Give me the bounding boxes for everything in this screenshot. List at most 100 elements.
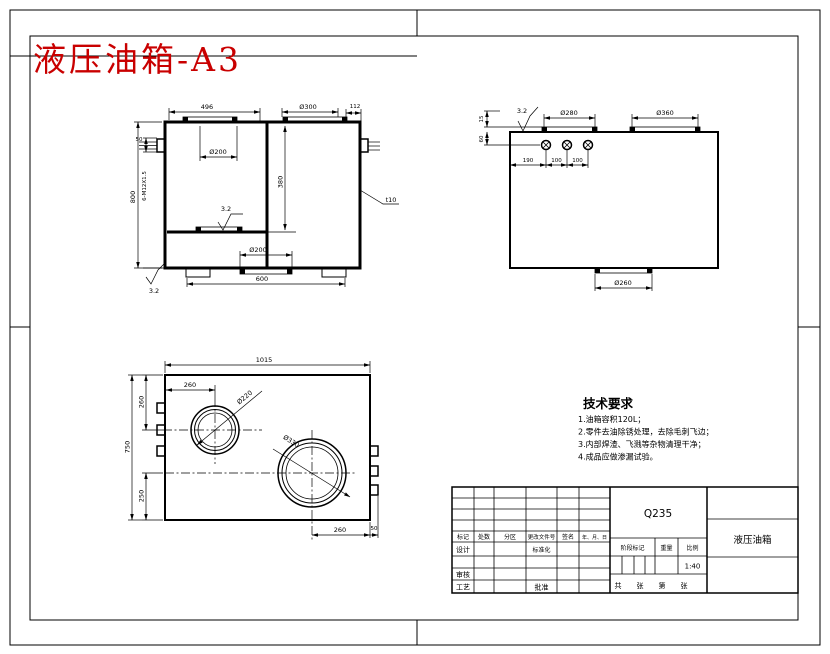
bottom-cleanout-pad (239, 267, 293, 275)
tech-item-2: 2.零件去油除锈处理，去除毛刺飞边； (578, 427, 714, 437)
front-view: 496 Ø300 112 800 50 6-M12X1.5 Ø200 (129, 103, 399, 295)
dim-left-bottom: 250 (138, 472, 163, 521)
dim-top-width: 496 (168, 103, 261, 122)
tab-right-3 (369, 484, 379, 496)
svg-text:260: 260 (138, 396, 146, 408)
roughness-symbol-bottom: 3.2 (143, 261, 167, 295)
dim-circle-offset: 260 (165, 381, 216, 398)
dim-inner-height: 380 (277, 125, 287, 231)
tank-outline-top (164, 374, 371, 521)
svg-text:3.2: 3.2 (149, 287, 159, 295)
svg-text:600: 600 (256, 275, 268, 283)
dim-bottom-offset: 260 (311, 522, 371, 538)
svg-text:100: 100 (551, 158, 562, 164)
tb-approve: 批准 (535, 583, 549, 592)
dim-hole-spacing: 190 100 100 (509, 158, 589, 167)
sheet-frame (9, 9, 821, 646)
tank-outline-side (509, 131, 719, 269)
svg-text:t10: t10 (386, 196, 397, 204)
svg-text:260: 260 (334, 526, 346, 534)
tb-col-date: 年、月、日 (582, 534, 607, 541)
svg-text:Ø300: Ø300 (299, 103, 317, 111)
svg-text:50: 50 (371, 526, 378, 532)
svg-text:112: 112 (350, 104, 361, 110)
dim-left-top: 260 (138, 374, 163, 431)
tab-left-1 (156, 402, 166, 414)
tb-sheet-no: 第 (659, 581, 666, 590)
svg-text:260: 260 (184, 381, 196, 389)
tb-col-docno: 更改文件号 (528, 533, 556, 541)
svg-text:Ø260: Ø260 (614, 279, 632, 287)
big-manhole: Ø330 (165, 430, 355, 540)
shelf-pad (195, 226, 243, 233)
svg-text:3.2: 3.2 (517, 107, 527, 115)
dim-bottom-pad-side: Ø260 (594, 274, 653, 291)
svg-text:Ø220: Ø220 (235, 389, 254, 406)
tb-weight: 重量 (660, 544, 672, 552)
dim-hole-depth: 60 (479, 131, 540, 146)
top-view: Ø220 Ø330 1015 260 260 (124, 356, 379, 540)
svg-text:Ø200: Ø200 (209, 148, 227, 156)
dim-tab: 50 (370, 496, 379, 538)
dim-bottom-width: 600 (186, 275, 346, 287)
side-top-pad-left (541, 126, 598, 133)
tb-col-count: 处数 (478, 533, 490, 541)
tech-item-1: 1.油箱容积120L； (578, 414, 645, 424)
foot-left (185, 267, 211, 278)
svg-text:100: 100 (572, 158, 583, 164)
thread-callout: 6-M12X1.5 (142, 171, 148, 201)
side-bottom-pad (594, 267, 653, 274)
tech-requirements: 技术要求 1.油箱容积120L； 2.零件去油除锈处理，去除毛刺飞边； 3.内部… (578, 396, 714, 462)
svg-text:Ø360: Ø360 (656, 109, 674, 117)
svg-text:3.2: 3.2 (221, 205, 231, 213)
svg-text:Ø280: Ø280 (560, 109, 578, 117)
small-manhole: Ø220 (163, 389, 263, 464)
dim-pad-height: 15 (479, 110, 542, 128)
svg-text:15: 15 (479, 115, 485, 122)
tb-col-zone: 分区 (504, 533, 516, 541)
tech-item-3: 3.内部焊渣、飞溅等杂物清理干净； (578, 439, 706, 449)
tech-title: 技术要求 (583, 396, 634, 411)
tb-sheet-unit2: 张 (681, 581, 688, 590)
dim-top-cover: Ø300 (281, 103, 339, 117)
tb-scale-label: 比例 (686, 544, 698, 552)
drain-plug-holes (540, 139, 594, 168)
dim-top-right: 112 (345, 104, 362, 122)
tb-sheet-total: 共 (615, 581, 622, 590)
drawing-title: 液压油箱-A3 (33, 40, 242, 79)
tab-right-1 (369, 445, 379, 457)
svg-text:1015: 1015 (256, 356, 273, 364)
dim-pad-right: Ø360 (631, 109, 699, 127)
svg-text:50: 50 (136, 137, 143, 143)
right-flange (359, 138, 380, 153)
svg-text:60: 60 (479, 135, 485, 142)
dim-inner-cover: Ø200 (199, 126, 238, 161)
svg-text:496: 496 (201, 103, 213, 111)
inner-border (29, 35, 799, 621)
tb-stage-mark: 阶段标记 (620, 544, 644, 552)
top-pad-right (282, 116, 348, 123)
foot-right (321, 267, 347, 278)
title-block: 标记 处数 分区 更改文件号 签名 年、月、日 设计 标准化 审核 工艺 批准 … (451, 486, 799, 594)
tb-scale-value: 1:40 (685, 563, 701, 571)
top-pad-left (182, 116, 238, 123)
dim-pad-left: Ø280 (543, 109, 596, 127)
wall-thickness-callout: t10 (359, 189, 399, 205)
tb-col-mark: 标记 (457, 533, 469, 541)
tab-left-3 (156, 445, 166, 457)
svg-text:250: 250 (138, 490, 146, 502)
svg-text:800: 800 (129, 191, 137, 203)
svg-text:190: 190 (523, 158, 534, 164)
side-top-pad-right (629, 126, 701, 133)
tb-sheet-unit1: 张 (637, 581, 644, 590)
dim-bottom-pad: Ø200 (239, 246, 293, 268)
svg-text:750: 750 (124, 441, 132, 453)
tb-audit: 审核 (456, 570, 470, 579)
dim-length: 1015 (164, 356, 371, 373)
tb-design: 设计 (456, 545, 470, 554)
roughness-symbol-inner: 3.2 (217, 205, 243, 231)
tb-standardization: 标准化 (532, 546, 550, 554)
dim-flange-height: 50 (136, 137, 157, 153)
tech-item-4: 4.成品应做渗漏试验。 (578, 452, 658, 462)
